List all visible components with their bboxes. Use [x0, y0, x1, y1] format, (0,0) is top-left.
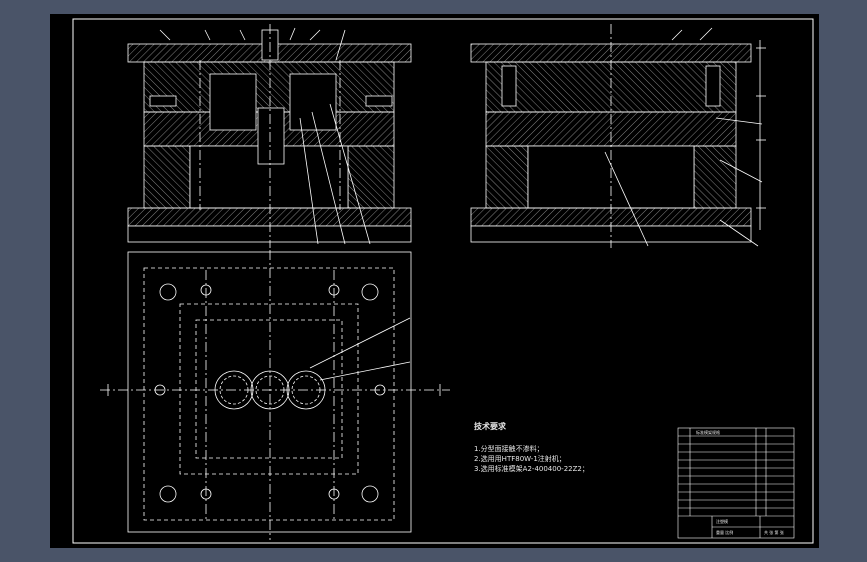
tech-requirement-item-1: 1.分型面接触不渗料； [474, 444, 544, 453]
side-section-view [470, 24, 766, 248]
title-block-row-3: 重量 比例 [716, 529, 733, 535]
title-block-row-2: 注塑模 [716, 518, 728, 524]
drawing-border [72, 18, 814, 544]
front-section-view [127, 24, 412, 248]
title-block: 标准模架规格 注塑模 重量 比例 共 张 第 张 [677, 427, 795, 539]
title-block-row-1: 标准模架规格 [696, 429, 720, 435]
tech-requirements: 技术要求 1.分型面接触不渗料； 2.选用用HTF80W-1注射机； 3.选用标… [474, 421, 589, 473]
tech-requirement-item-3: 3.选用标准模架A2-400400-22Z2； [474, 464, 589, 473]
plan-view [100, 250, 450, 540]
tech-requirements-title: 技术要求 [474, 421, 507, 431]
tech-requirement-item-2: 2.选用用HTF80W-1注射机； [474, 454, 566, 463]
title-block-row-4: 共 张 第 张 [764, 529, 784, 535]
